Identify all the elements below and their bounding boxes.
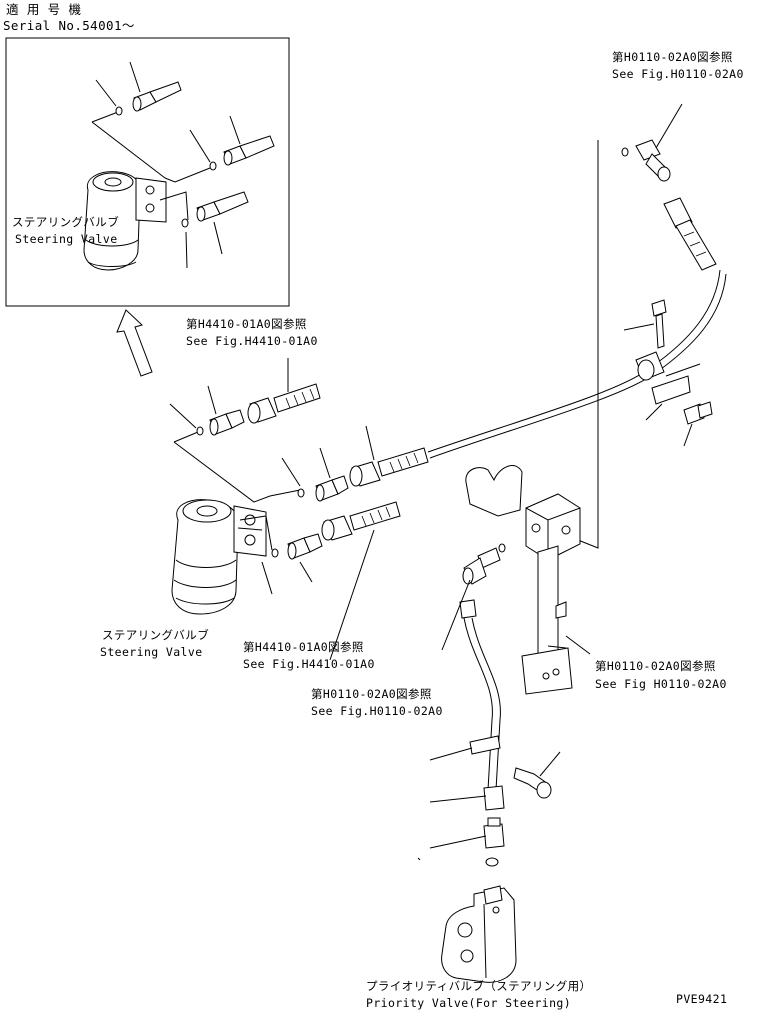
inset-fittings <box>92 62 274 268</box>
serial-range: Serial No.54001～ <box>3 18 135 33</box>
ref-top-right-en: See Fig.H0110-02A0 <box>612 67 744 81</box>
ref-top-right-jp: 第H0110-02A0図参照 <box>612 50 733 64</box>
ref-h4410-top-en: See Fig.H4410-01A0 <box>186 334 318 348</box>
hose-middle <box>350 448 428 486</box>
hose-upper <box>248 384 320 423</box>
steering-valve <box>172 500 266 614</box>
priority-hose <box>430 544 560 866</box>
priority-valve-label-en: Priority Valve(For Steering) <box>366 996 572 1010</box>
ref-h0110-center-en: See Fig.H0110-02A0 <box>311 704 443 718</box>
hose-lower <box>322 502 400 540</box>
ref-h4410-mid-en: See Fig.H4410-01A0 <box>243 657 375 671</box>
drawing-code: PVE9421 <box>676 992 728 1006</box>
steering-valve-label-en: Steering Valve <box>100 645 203 659</box>
steering-valve-fittings <box>170 358 428 660</box>
tick-mark <box>418 858 420 860</box>
priority-valve-label-jp: プライオリティバルブ（ステアリング用） <box>366 979 592 993</box>
ref-h0110-right-jp: 第H0110-02A0図参照 <box>595 659 716 673</box>
ref-h0110-right-en: See Fig H0110-02A0 <box>595 677 727 691</box>
main-pressure-hose <box>428 270 726 458</box>
frame-reference-line <box>578 140 598 548</box>
inset-detail-frame <box>6 38 289 306</box>
steering-valve-label-jp: ステアリングバルブ <box>102 628 210 642</box>
inset-steering-valve <box>84 172 166 270</box>
valve-bracket <box>466 466 590 694</box>
applicable-title: 適 用 号 機 <box>6 2 82 17</box>
applicability-arrow <box>117 310 152 376</box>
inset-steering-valve-label-jp: ステアリングバルブ <box>12 215 120 229</box>
priority-valve <box>442 886 516 982</box>
top-right-fittings <box>622 104 716 270</box>
ref-h4410-mid-jp: 第H4410-01A0図参照 <box>243 640 364 654</box>
inset-steering-valve-label-en: Steering Valve <box>15 232 118 246</box>
clamp-assembly <box>624 300 712 446</box>
ref-h0110-center-jp: 第H0110-02A0図参照 <box>311 687 432 701</box>
ref-h4410-top-jp: 第H4410-01A0図参照 <box>186 317 307 331</box>
